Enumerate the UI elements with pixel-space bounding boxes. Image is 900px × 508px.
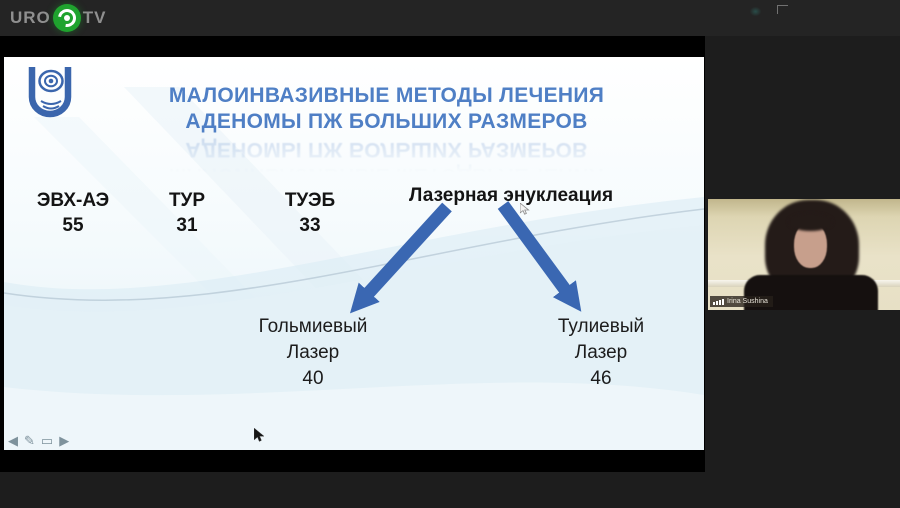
stat-value: 31 <box>176 215 198 236</box>
laser-enucleation-header: Лазерная энуклеация <box>408 185 614 206</box>
urotv-logo-tv-text: TV <box>82 8 107 27</box>
stat-tueb: ТУЭБ 33 <box>260 188 360 238</box>
urotv-e-icon <box>52 4 81 32</box>
top-bar: URO TV <box>0 0 900 36</box>
arrow-right-icon <box>497 201 582 312</box>
stat-label: ЭВХ-АЭ <box>36 190 110 211</box>
screen-share-video: МАЛОИНВАЗИВНЫЕ МЕТОДЫ ЛЕЧЕНИЯ АДЕНОМЫ ПЖ… <box>0 36 705 472</box>
stat-evh-ae: ЭВХ-АЭ 55 <box>12 188 134 238</box>
branch-name: Лазер <box>286 342 340 363</box>
branch-name: Тулиевый <box>557 316 645 337</box>
presenter-fringe <box>788 213 833 231</box>
pen-tool-button[interactable]: ✎ <box>24 433 35 448</box>
signal-bars-icon <box>713 298 724 305</box>
slide-title-reflection: МАЛОИНВАЗИВНЫЕ МЕТОДЫ ЛЕЧЕНИЯ АДЕНОМЫ ПЖ… <box>168 138 605 187</box>
presentation-slide: МАЛОИНВАЗИВНЫЕ МЕТОДЫ ЛЕЧЕНИЯ АДЕНОМЫ ПЖ… <box>4 57 704 450</box>
mouse-cursor-black <box>254 428 265 442</box>
stat-label: ТУР <box>168 190 206 211</box>
branch-name: Лазер <box>574 342 628 363</box>
branch-thulium-laser: Тулиевый Лазер 46 <box>515 314 687 392</box>
slide-title-line1: МАЛОИНВАЗИВНЫЕ МЕТОДЫ ЛЕЧЕНИЯ <box>168 84 605 107</box>
stat-tur: ТУР 31 <box>137 188 237 238</box>
slide-title-line2: АДЕНОМЫ ПЖ БОЛЬШИХ РАЗМЕРОВ <box>185 110 588 133</box>
arrow-left-icon <box>349 202 452 314</box>
branch-value: 40 <box>302 368 324 389</box>
previous-slide-button[interactable]: ◀ <box>8 433 18 448</box>
stat-value: 33 <box>299 215 321 236</box>
stat-value: 55 <box>62 215 84 236</box>
slide-title: МАЛОИНВАЗИВНЫЕ МЕТОДЫ ЛЕЧЕНИЯ АДЕНОМЫ ПЖ… <box>99 83 674 135</box>
faint-app-icon <box>750 7 761 16</box>
next-slide-button[interactable]: ▶ <box>59 433 70 448</box>
branch-value: 46 <box>590 368 612 389</box>
branch-holmium-laser: Гольмиевый Лазер 40 <box>227 314 399 392</box>
slide-menu-button[interactable]: ▭ <box>40 433 54 448</box>
stat-label: ТУЭБ <box>284 190 336 211</box>
participant-name: Irina Sushina <box>727 298 768 305</box>
faint-window-mark-icon <box>777 5 788 14</box>
urotv-logo-uro-text: URO <box>10 8 51 27</box>
university-logo-icon <box>28 67 72 118</box>
urotv-logo: URO TV <box>10 4 107 32</box>
branch-name: Гольмиевый <box>258 316 368 337</box>
participant-webcam-tile: Irina Sushina <box>708 199 900 310</box>
slideshow-toolbar: ◀ ✎ ▭ ▶ <box>8 434 69 447</box>
participant-name-tag: Irina Sushina <box>710 296 773 307</box>
